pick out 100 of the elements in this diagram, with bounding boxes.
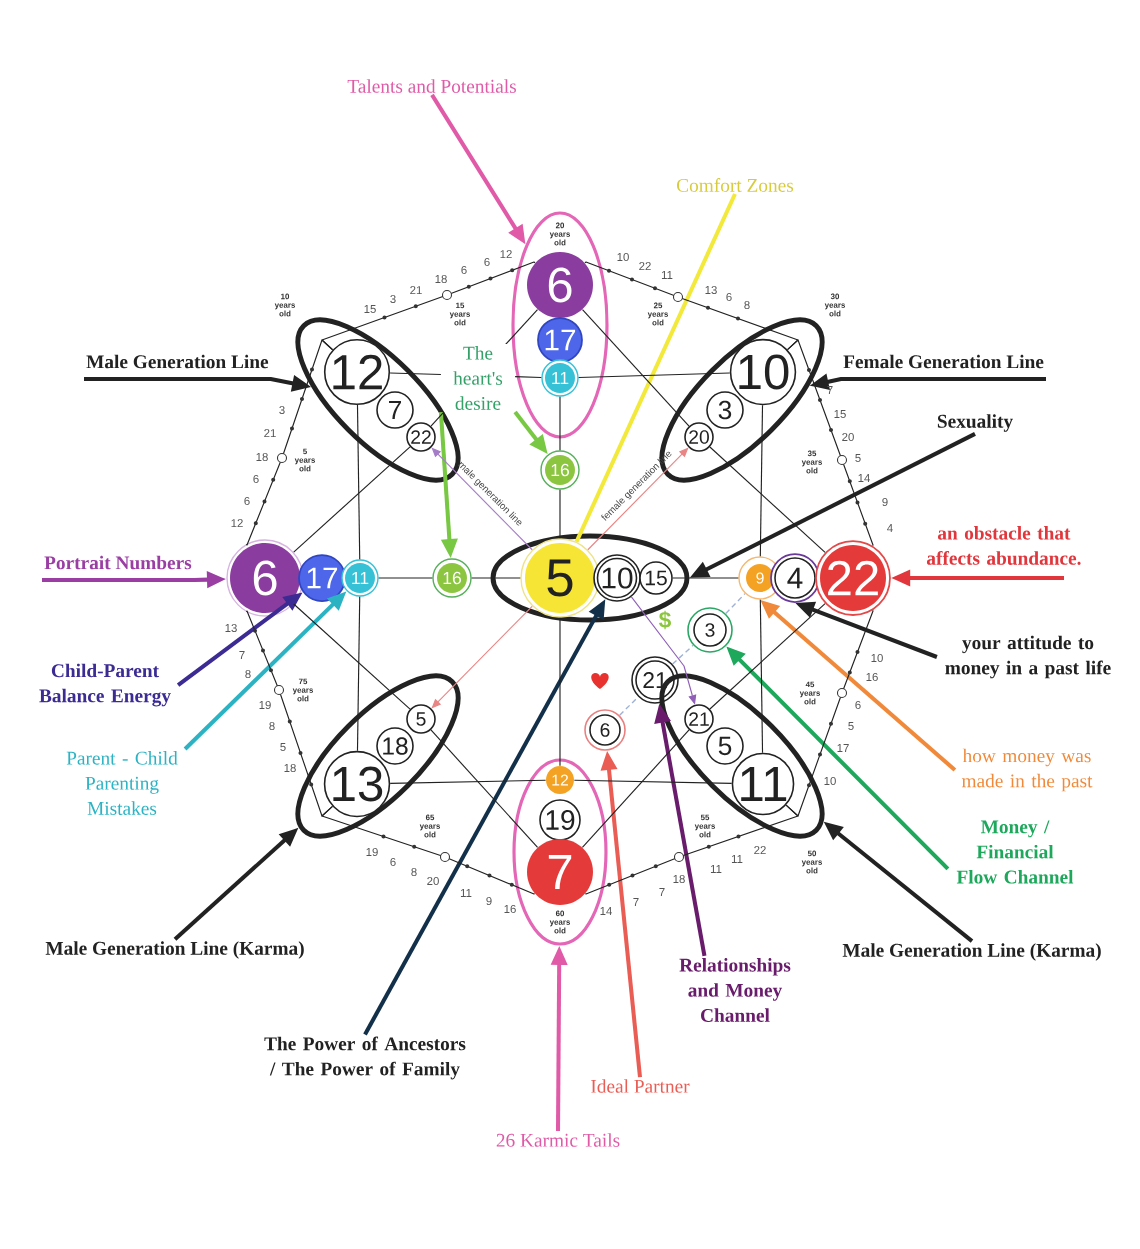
- callout-label: Portrait Numbers: [44, 555, 192, 570]
- number-label: 15: [364, 305, 376, 313]
- connector-line: [321, 805, 536, 895]
- connector-line: [356, 404, 361, 560]
- number-label: 21: [264, 429, 276, 437]
- callout-label: how money was made in the past: [961, 748, 1093, 792]
- number-label: 8: [744, 301, 750, 310]
- number-label: 5: [855, 454, 861, 462]
- connector-line: [389, 372, 542, 379]
- number-label: 21: [410, 286, 422, 294]
- callout-label: Money / Financial Flow Channel: [956, 820, 1074, 884]
- node-label: 10: [602, 567, 633, 589]
- number-label: 19: [259, 701, 271, 710]
- callout-label: Relationships and Money Channel: [679, 958, 791, 1022]
- number-label: 7: [659, 888, 665, 896]
- number-label: 8: [269, 722, 275, 731]
- number-label: 9: [882, 498, 888, 507]
- dashed-line: [671, 644, 694, 665]
- callout-label: Male Generation Line (Karma): [842, 943, 1101, 961]
- connector-line: [430, 309, 539, 427]
- callout-label: Male Generation Line (Karma): [45, 941, 304, 959]
- callout-label: 26 Karmic Tails: [496, 1133, 620, 1147]
- number-label: 11: [460, 889, 472, 897]
- number-label: 6: [461, 266, 467, 275]
- callout-label: Female Generation Line: [843, 354, 1044, 369]
- number-label: 22: [754, 846, 766, 854]
- callout-label: Parent - Child Parenting Mistakes: [66, 751, 178, 815]
- node-label: 11: [352, 571, 369, 585]
- number-label: 15: [834, 410, 846, 418]
- connector-line: [709, 603, 826, 710]
- connector-line: [378, 577, 433, 579]
- connector-line: [559, 396, 561, 451]
- callout-label: Talents and Potentials: [347, 79, 516, 93]
- connector-line: [559, 617, 561, 767]
- callout-label: Child-Parent Balance Energy: [39, 663, 171, 707]
- number-label: 8: [411, 868, 417, 877]
- node-label: 4: [787, 567, 803, 589]
- callout-label: Male Generation Line: [86, 354, 269, 369]
- dollar-sign: $: [658, 610, 671, 630]
- number-label: 6: [855, 701, 861, 710]
- number-label: 18: [435, 275, 447, 284]
- connector-line: [389, 779, 547, 784]
- callout-label: Ideal Partner: [591, 1079, 690, 1093]
- connector-line: [430, 729, 539, 848]
- callout-label: Comfort Zones: [677, 178, 794, 192]
- connector-line: [759, 404, 764, 557]
- number-label: 7: [827, 386, 833, 394]
- number-label: 6: [484, 258, 490, 267]
- number-label: 4: [887, 524, 893, 532]
- callout-label: The Power of Ancestors / The Power of Family: [264, 1036, 466, 1080]
- number-label: 11: [661, 271, 673, 279]
- ellipse-outline: [511, 211, 609, 439]
- connector-line: [293, 603, 411, 710]
- number-label: 5: [280, 743, 286, 751]
- number-label: 5: [848, 722, 854, 730]
- number-label: 8: [245, 670, 251, 679]
- number-label: 6: [726, 293, 732, 302]
- number-label: 20: [427, 877, 439, 886]
- number-label: 22: [639, 262, 651, 270]
- connector-line: [245, 339, 334, 546]
- number-label: 6: [253, 475, 259, 484]
- number-label: 16: [866, 673, 878, 682]
- number-label: 7: [239, 651, 245, 659]
- number-label: 6: [390, 858, 396, 867]
- number-label: 12: [500, 250, 512, 258]
- connector-line: [759, 599, 764, 754]
- connector-line: [559, 489, 561, 539]
- dashed-line: [619, 696, 639, 717]
- callout-label: your attitude to money in a past life: [945, 635, 1111, 679]
- connector-line: [785, 609, 874, 817]
- number-label: 10: [824, 777, 836, 786]
- number-label: 19: [366, 848, 378, 857]
- number-label: 14: [600, 907, 612, 915]
- number-label: 10: [871, 654, 883, 663]
- number-label: 16: [504, 905, 516, 914]
- number-label: 3: [279, 406, 285, 415]
- callout-label: The heart's desire: [453, 346, 503, 410]
- number-label: 18: [256, 453, 268, 462]
- number-label: 13: [225, 624, 237, 633]
- connector-line: [584, 261, 799, 351]
- number-label: 9: [486, 897, 492, 906]
- node-label: 22: [828, 560, 878, 596]
- number-label: 7: [633, 898, 639, 906]
- callout-label: an obstacle that affects abundance.: [926, 526, 1081, 565]
- connector-line: [581, 729, 690, 848]
- number-label: 18: [284, 764, 296, 773]
- ellipse-outline: [295, 673, 461, 839]
- connector-line: [471, 577, 521, 579]
- connector-line: [574, 193, 737, 543]
- number-label: 12: [231, 519, 243, 527]
- number-label: 3: [390, 295, 396, 304]
- number-label: 10: [617, 253, 629, 262]
- callout-label: Sexuality: [937, 414, 1013, 432]
- number-label: 6: [244, 497, 250, 506]
- connector-line: [578, 372, 731, 379]
- node-label: 11: [552, 371, 569, 385]
- number-label: 18: [673, 875, 685, 884]
- connector-line: [709, 446, 826, 553]
- number-label: 11: [731, 855, 743, 863]
- connector-line: [573, 779, 733, 784]
